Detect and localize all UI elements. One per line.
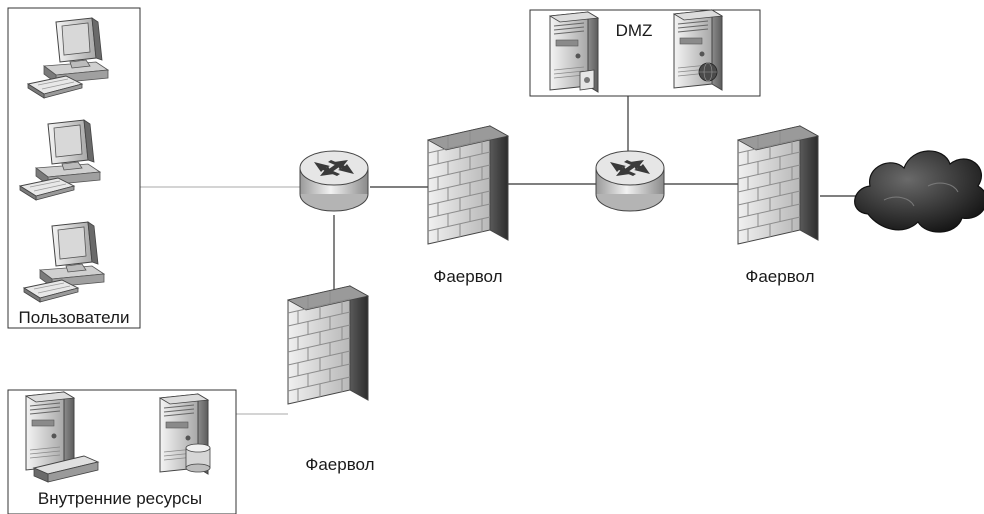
users-group: Пользователи: [7, 7, 141, 329]
internet-cloud-icon: [854, 150, 984, 233]
firewall-icon: [737, 125, 819, 245]
router-icon: [299, 150, 369, 212]
globe-icon: [698, 62, 718, 82]
firewall-left-label: Фаервол: [305, 455, 374, 474]
firewall-icon: [287, 285, 369, 405]
workstation-icon: [19, 119, 101, 201]
firewall-middle-label: Фаервол: [433, 267, 502, 286]
users-group-label: Пользователи: [19, 308, 130, 327]
database-icon: [185, 443, 211, 473]
users-group-box: [7, 7, 141, 329]
firewall-icon: [427, 125, 509, 245]
dmz-group-label: DMZ: [616, 21, 653, 40]
firewall-left: Фаервол: [287, 285, 375, 474]
dmz-group: DMZ: [529, 9, 761, 97]
internal-resources-label: Внутренние ресурсы: [38, 489, 202, 508]
connection-lines: [140, 96, 866, 415]
router-icon: [595, 150, 665, 212]
firewall-right-label: Фаервол: [745, 267, 814, 286]
workstation-icon: [27, 17, 109, 99]
internal-resources-group: Внутренние ресурсы: [7, 389, 237, 514]
lock-icon: [579, 69, 595, 91]
firewall-middle: Фаервол: [427, 125, 509, 286]
switch-icon: [32, 455, 100, 483]
firewall-right: Фаервол: [737, 125, 819, 286]
internal-resources-box: [7, 389, 237, 514]
workstation-icon: [23, 221, 105, 303]
